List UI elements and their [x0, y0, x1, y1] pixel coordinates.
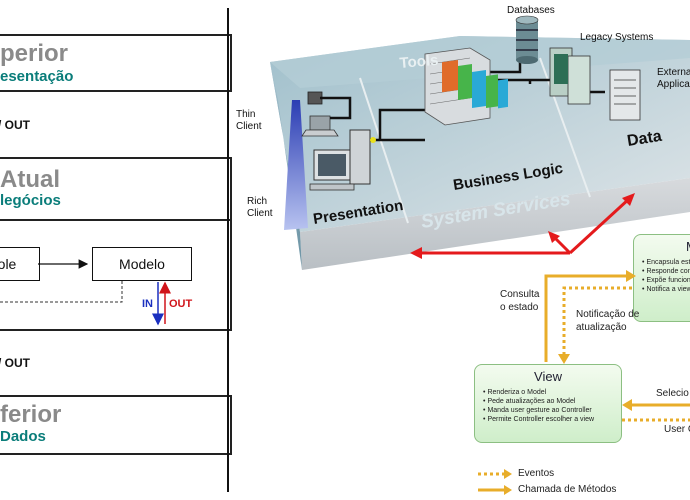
- upper-layer-box: perior esentação: [0, 34, 232, 92]
- model-title: M: [686, 239, 690, 254]
- red-arrows: [420, 196, 632, 255]
- view-bullets: Renderiza o Model Pede atualizações ao M…: [475, 388, 621, 424]
- legend-methods-label: Chamada de Métodos: [518, 484, 617, 495]
- rich-client-label-1: Rich: [247, 196, 268, 207]
- databases-label: Databases: [507, 5, 555, 16]
- in-label: IN: [142, 298, 153, 310]
- view-bullet: Manda user gesture ao Controller: [483, 406, 621, 415]
- lower-layer-subtitle: Dados: [0, 428, 46, 445]
- upper-layer-subtitle: esentação: [0, 68, 74, 85]
- view-bullet: Permite Controller escolher a view: [483, 415, 621, 424]
- current-layer-title: Atual: [0, 166, 60, 193]
- panel-divider: [227, 8, 229, 492]
- model-bullets: Encapsula esta Responde cons Expõe funci…: [634, 258, 690, 294]
- current-layer-subtitle: legócios: [0, 192, 61, 209]
- consulta-label-2: o estado: [500, 302, 539, 313]
- view-title: View: [534, 369, 562, 384]
- model-bullet: Encapsula esta: [642, 258, 690, 267]
- modelo-node: Modelo: [92, 247, 192, 281]
- legend-events-label: Eventos: [518, 468, 555, 479]
- selecio-label: Selecio: [656, 388, 689, 399]
- tools-label: Tools: [399, 52, 439, 72]
- external-app-servers: [609, 69, 641, 121]
- architecture-illustration: Tools Presentation Business Logic Data S…: [270, 15, 690, 270]
- left-panel-connectors: [0, 259, 171, 326]
- model-bullet: Expõe funciona: [642, 276, 690, 285]
- model-bullet: Responde cons: [642, 267, 690, 276]
- inout-label-bottom: / OUT: [0, 356, 30, 370]
- thin-client-label-1: Thin: [236, 109, 256, 120]
- inout-label-top: / OUT: [0, 118, 30, 132]
- database-cylinder: [515, 15, 539, 64]
- data-label: Data: [626, 128, 663, 150]
- rich-client-pc: [309, 129, 371, 191]
- thin-client-label-2: Client: [236, 121, 262, 132]
- consulta-arrow: [544, 274, 630, 362]
- thin-client-spike: [284, 100, 308, 230]
- consulta-label-1: Consulta: [500, 289, 540, 300]
- mvc-arrows: [478, 270, 690, 495]
- server-cluster: [424, 47, 508, 126]
- connector-dot: [370, 137, 376, 143]
- notificacao-arrow: [562, 286, 632, 356]
- notificacao-label-1: Notificação de: [576, 309, 640, 320]
- model-box: M Encapsula esta Responde cons Expõe fun…: [633, 234, 690, 322]
- upper-layer-title: perior: [0, 40, 69, 67]
- external-apps-label-2: Applica: [657, 79, 690, 90]
- lower-layer-box: ferior Dados: [0, 395, 232, 455]
- view-box: View Renderiza o Model Pede atualizações…: [474, 364, 622, 443]
- legacy-systems-servers: [549, 47, 591, 105]
- current-layer-divider: [0, 219, 230, 221]
- lower-layer-title: ferior: [0, 401, 62, 428]
- out-label: OUT: [169, 298, 193, 310]
- model-bullet: Notifica a view: [642, 285, 690, 294]
- external-apps-label-1: Externa: [657, 67, 690, 78]
- view-bullet: Renderiza o Model: [483, 388, 621, 397]
- user-c-label: User C: [664, 424, 690, 435]
- legacy-systems-label: Legacy Systems: [580, 32, 654, 43]
- notificacao-label-2: atualização: [576, 322, 627, 333]
- zone-separator-1: [359, 77, 409, 224]
- platform-front: [300, 178, 690, 270]
- view-bullet: Pede atualizações ao Model: [483, 397, 621, 406]
- rich-client-label-2: Client: [247, 208, 273, 219]
- dashed-feedback-line: [0, 280, 123, 303]
